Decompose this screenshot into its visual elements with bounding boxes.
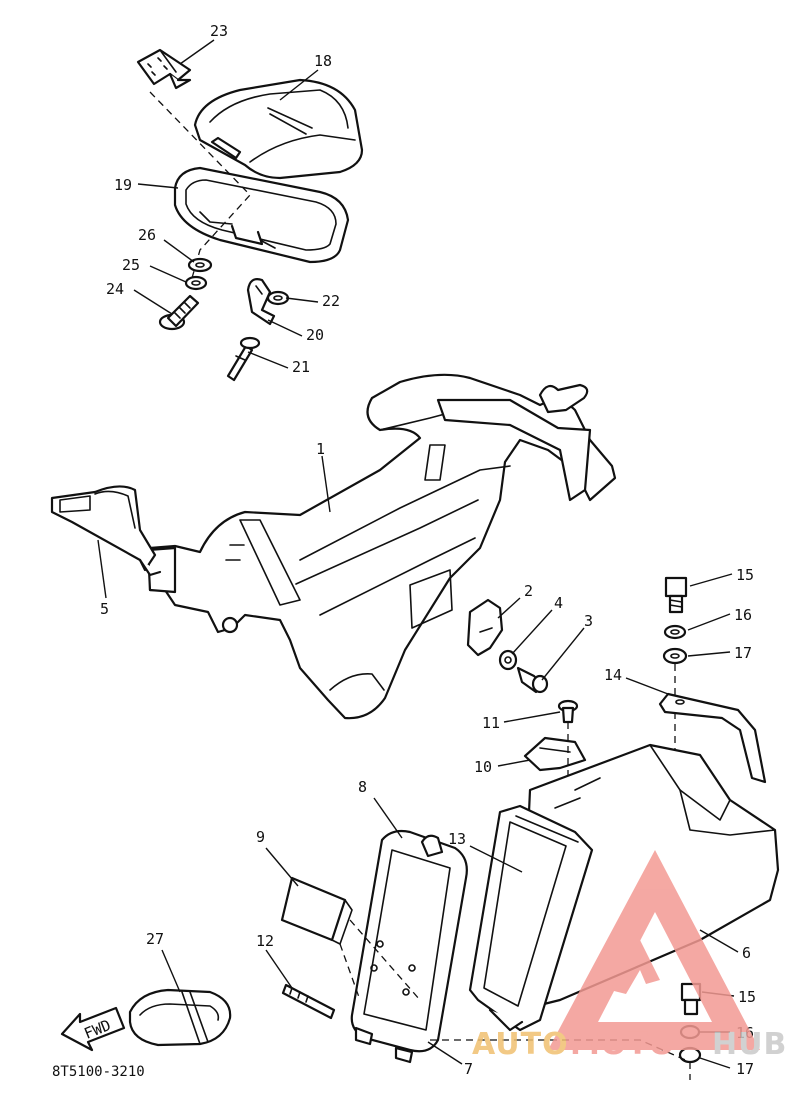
callout-24: 24 <box>106 280 124 298</box>
part-16-washer-upper <box>663 624 687 640</box>
watermark-text-c: HUB <box>712 1027 787 1062</box>
part-27-band <box>128 988 232 1047</box>
callout-6: 6 <box>742 944 751 962</box>
part-14-stay <box>658 692 767 784</box>
part-20-bracket <box>246 278 276 326</box>
callout-2: 2 <box>524 582 533 600</box>
callout-14: 14 <box>604 666 622 684</box>
watermark-logo: AUTO MOTO HUB <box>472 850 787 1062</box>
leader-lines <box>97 39 739 1069</box>
dash-line-23-24 <box>149 91 251 286</box>
part-8-panel <box>350 829 468 1064</box>
callout-15-upper: 15 <box>736 566 754 584</box>
part-3-bolt <box>516 666 549 694</box>
callout-8: 8 <box>358 778 367 796</box>
part-15-bolt-upper <box>664 576 688 614</box>
callout-17-upper: 17 <box>734 644 752 662</box>
callout-13: 13 <box>448 830 466 848</box>
callout-3: 3 <box>584 612 593 630</box>
callout-5: 5 <box>100 600 109 618</box>
callout-18: 18 <box>314 52 332 70</box>
part-17-washer-upper <box>662 647 688 665</box>
part-18-cover <box>193 78 364 180</box>
callout-16-upper: 16 <box>734 606 752 624</box>
watermark-text-a: AUTO <box>472 1027 569 1062</box>
diagram-code: 8T5100-3210 <box>52 1064 145 1080</box>
callout-9: 9 <box>256 828 265 846</box>
part-26-washer <box>187 257 213 273</box>
dash-line-9-7 <box>339 919 421 1001</box>
watermark-triangle-icon <box>548 850 760 1050</box>
part-19-tray <box>173 166 350 264</box>
callout-19: 19 <box>114 176 132 194</box>
part-22-nut <box>266 290 290 306</box>
callout-15-lower: 15 <box>738 988 756 1006</box>
part-11-screw <box>557 699 579 724</box>
callout-11: 11 <box>482 714 500 732</box>
callout-17-lower: 17 <box>736 1060 754 1078</box>
part-4-washer <box>498 649 518 671</box>
callout-20: 20 <box>306 326 324 344</box>
part-24-screw <box>158 294 200 331</box>
part-10-clamp <box>523 736 587 772</box>
part-23-clip <box>136 48 192 90</box>
part-1-main-housing <box>146 373 617 720</box>
part-21-rivet <box>226 336 261 382</box>
callout-26: 26 <box>138 226 156 244</box>
part-17-washer-lower <box>678 1046 702 1064</box>
part-5-bracket <box>50 485 162 577</box>
callout-22: 22 <box>322 292 340 310</box>
part-12-rod <box>281 983 336 1020</box>
part-25-washer <box>184 275 208 291</box>
callout-1: 1 <box>316 440 325 458</box>
callout-27: 27 <box>146 930 164 948</box>
callout-4: 4 <box>554 594 563 612</box>
callout-25: 25 <box>122 256 140 274</box>
part-2-bracket <box>466 598 504 657</box>
callout-10: 10 <box>474 758 492 776</box>
callout-7: 7 <box>464 1060 473 1078</box>
fwd-arrow-icon: FWD <box>60 1006 126 1052</box>
callout-21: 21 <box>292 358 310 376</box>
callout-23: 23 <box>210 22 228 40</box>
callout-12: 12 <box>256 932 274 950</box>
part-9-cushion <box>280 876 353 945</box>
watermark-text-b: MOTO <box>570 1027 675 1062</box>
